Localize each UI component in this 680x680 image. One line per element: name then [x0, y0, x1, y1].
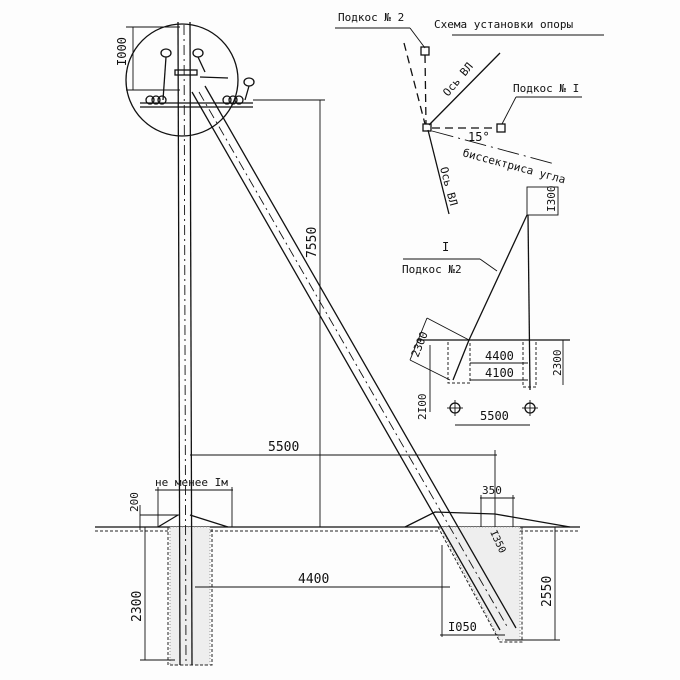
left-mound [157, 514, 229, 528]
dimension-lines [126, 26, 560, 661]
angle-label: 15° [468, 130, 490, 144]
detail-dim-1300: I300 [545, 186, 558, 213]
insulator-string-icon [145, 95, 244, 105]
detail-dim-2300-left: 2300 [409, 330, 431, 359]
detail-dim-4100: 4100 [485, 366, 514, 380]
detail-i: I300 I Подкос №2 2300 4400 4100 2300 2I0… [402, 186, 570, 426]
pole-marker [422, 123, 432, 132]
insulator-icon [243, 77, 255, 101]
axis-label-2: Ось ВЛ [437, 165, 460, 207]
pole [177, 21, 193, 666]
insulator-icon [160, 48, 172, 101]
dim-4400: 4400 [298, 572, 329, 587]
dim-200: 200 [128, 492, 141, 512]
anchor-point-icon [447, 400, 463, 416]
dim-5500: 5500 [268, 440, 299, 455]
right-mound [404, 511, 571, 528]
insulator-icon [192, 48, 206, 73]
detail-dim-5500: 5500 [480, 409, 509, 423]
brace2-marker [420, 46, 430, 56]
dim-1050: I050 [448, 620, 477, 634]
dim-1000: I000 [115, 37, 129, 66]
brace1-label: Подкос № I [513, 82, 579, 95]
scheme-title: Схема установки опоры [434, 18, 573, 31]
brace1-marker [496, 123, 506, 133]
installation-scheme: Схема установки опоры Подкос № 2 Ось ВЛ … [335, 11, 604, 215]
detail-brace-label: Подкос №2 [402, 263, 462, 276]
dim-2300: 2300 [130, 591, 145, 622]
detail-dim-2300-right: 2300 [551, 350, 564, 377]
dim-7550: 7550 [305, 227, 320, 258]
brace2-label: Подкос № 2 [338, 11, 404, 24]
detail-dim-4400: 4400 [485, 349, 514, 363]
brace [191, 85, 517, 631]
pole-pit [167, 526, 213, 666]
dim-2550: 2550 [540, 576, 555, 607]
min-distance-label: не менее Iм [155, 476, 228, 489]
detail-mark: I [442, 240, 449, 254]
top-detail-circle [125, 23, 255, 137]
anchor-point-icon [522, 400, 538, 416]
detail-dim-2100: 2I00 [416, 394, 429, 421]
bisector-label: биссектриса угла [461, 146, 567, 186]
axis-label-1: Ось ВЛ [440, 60, 476, 99]
dim-350: 350 [482, 484, 502, 497]
